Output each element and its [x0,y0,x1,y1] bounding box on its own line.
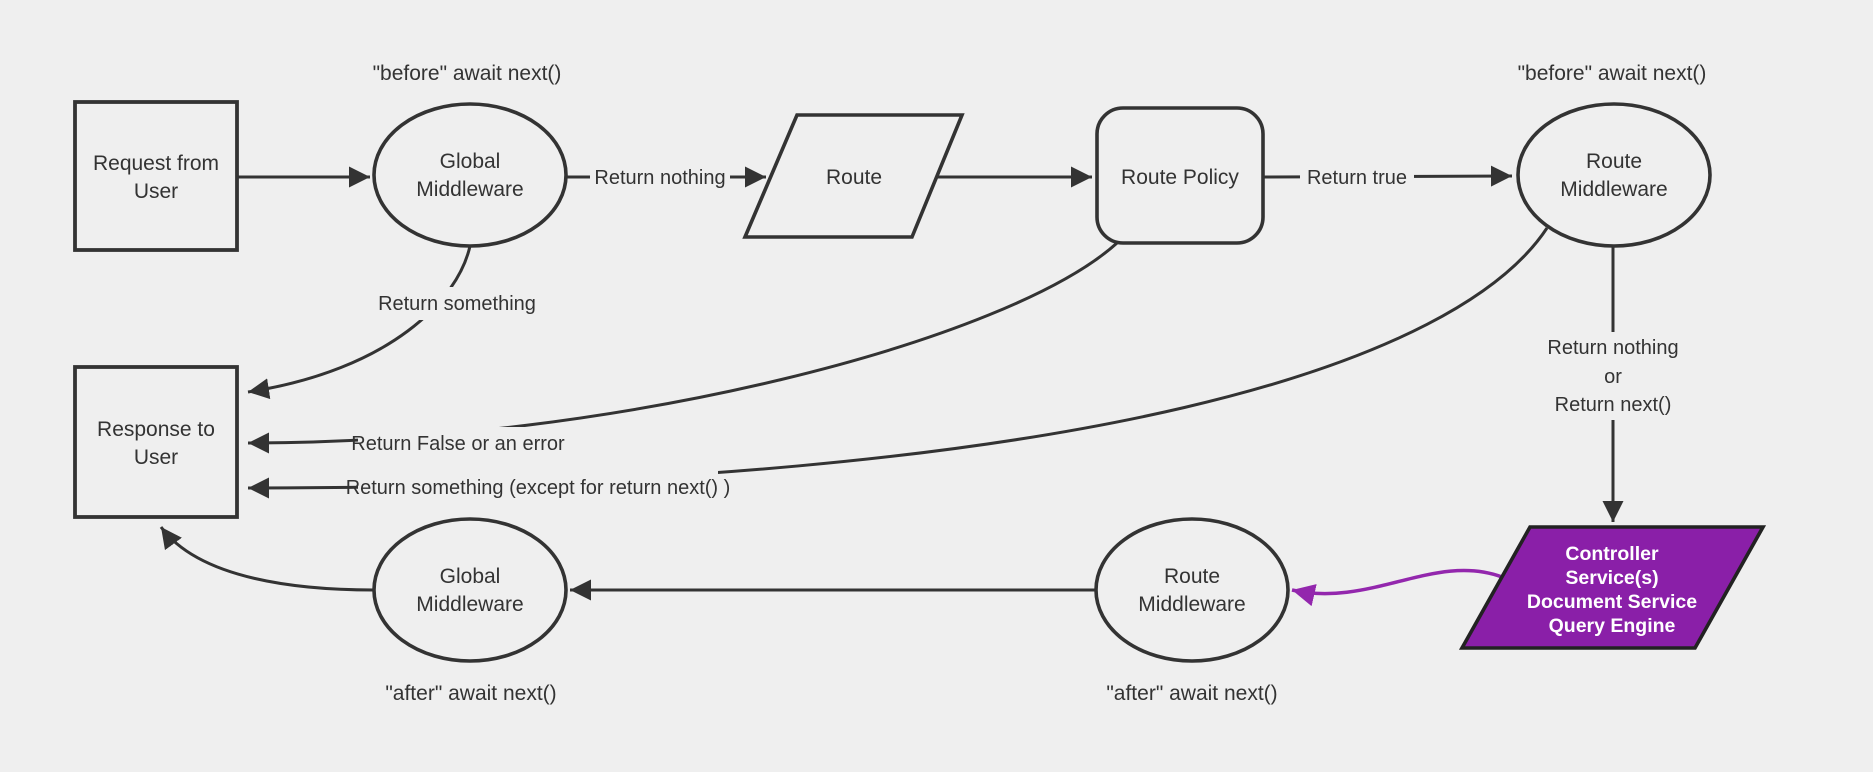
edge-label-return-nothing-or-1: Return nothing [1547,337,1678,359]
edge-label-return-nothing: Return nothing [594,167,725,189]
route-middleware-bottom-label-line1: Route [1164,565,1220,588]
controller-services-label-line4: Query Engine [1549,615,1676,637]
global-middleware-top-label-line1: Global [440,150,501,173]
route-policy-label: Route Policy [1121,166,1239,189]
route-middleware-bottom-node [1094,517,1290,663]
label-bg [590,160,730,194]
annotation-before-top-right: "before" await next() [1518,62,1707,85]
annotation-before-top-left: "before" await next() [373,62,562,85]
controller-services-node [1458,525,1767,650]
edge-label-return-true: Return true [1307,167,1407,189]
label-bg [1533,332,1693,420]
label-bg [358,471,718,503]
edge-route-policy-return-false [247,241,1119,454]
edge-global-mw-bottom-to-response [159,526,375,592]
nodes: Request from User Global Middleware Rout… [73,100,1767,663]
route-middleware-top-label-line1: Route [1586,150,1642,173]
edge-global-mw-return-something [247,245,472,400]
edge-label-return-false-or-error: Return False or an error [351,433,565,455]
edge-label-return-nothing-or-3: Return next() [1555,394,1672,416]
controller-services-label-line3: Document Service [1527,591,1697,613]
response-to-user-label-line2: User [134,446,178,469]
controller-services-label-line2: Service(s) [1565,567,1658,589]
annotation-after-bottom-left: "after" await next() [385,682,556,705]
global-middleware-top-node [372,102,568,248]
annotation-after-bottom-mid: "after" await next() [1106,682,1277,705]
global-middleware-bottom-node [372,517,568,663]
request-from-user-label-line2: User [134,180,178,203]
route-middleware-bottom-label-line2: Middleware [1138,593,1245,616]
label-bg [1300,160,1414,194]
response-to-user-label-line1: Response to [97,418,215,441]
route-label: Route [826,166,882,189]
edge-labels: Return nothing Return true Return someth… [346,160,1693,503]
label-bg [358,427,558,459]
annotations: "before" await next() "before" await nex… [373,62,1707,705]
route-policy-node [1095,106,1265,245]
edge-label-return-something: Return something [378,293,536,315]
edge-label-return-something-except: Return something (except for return next… [346,477,731,499]
request-from-user-label-line1: Request from [93,152,219,175]
global-middleware-top-label-line2: Middleware [416,178,523,201]
controller-services-label-line1: Controller [1565,543,1659,565]
global-middleware-bottom-label-line1: Global [440,565,501,588]
edge-label-return-nothing-or-2: or [1604,366,1622,388]
route-middleware-top-node [1516,102,1712,248]
request-from-user-node [73,100,239,252]
global-middleware-bottom-label-line2: Middleware [416,593,523,616]
route-middleware-top-label-line2: Middleware [1560,178,1667,201]
label-bg [370,287,546,320]
response-to-user-node [73,365,239,519]
route-node [742,113,965,239]
edge-controller-to-route-mw-bottom [1291,568,1503,607]
